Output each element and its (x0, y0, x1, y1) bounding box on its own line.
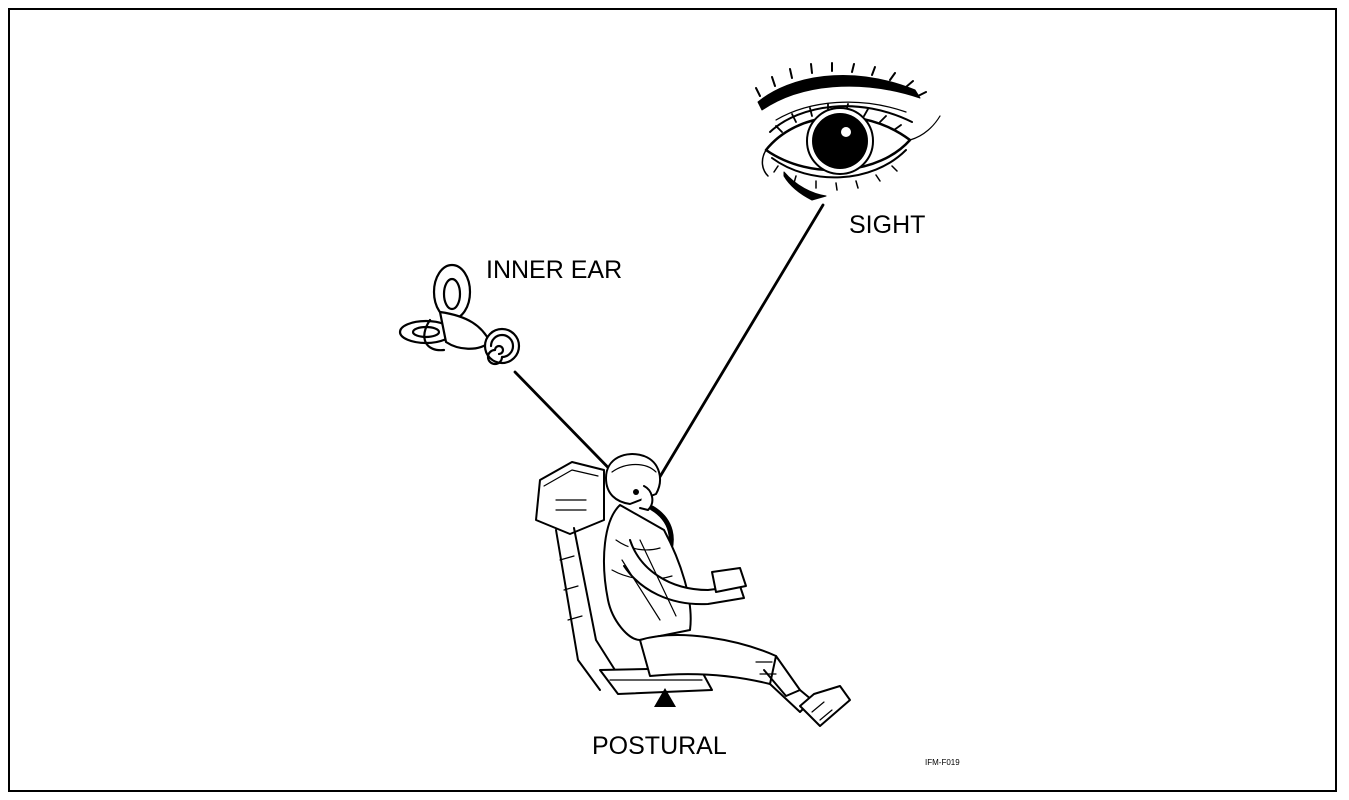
sight-label: SIGHT (849, 213, 925, 238)
sight-pointer-line (655, 205, 823, 485)
seated-pilot-icon (536, 454, 850, 726)
postural-label: POSTURAL (592, 734, 727, 759)
inner-ear-label: INNER EAR (486, 258, 622, 283)
figure-code-label: IFM-F019 (925, 759, 960, 767)
eye-icon (756, 63, 940, 200)
